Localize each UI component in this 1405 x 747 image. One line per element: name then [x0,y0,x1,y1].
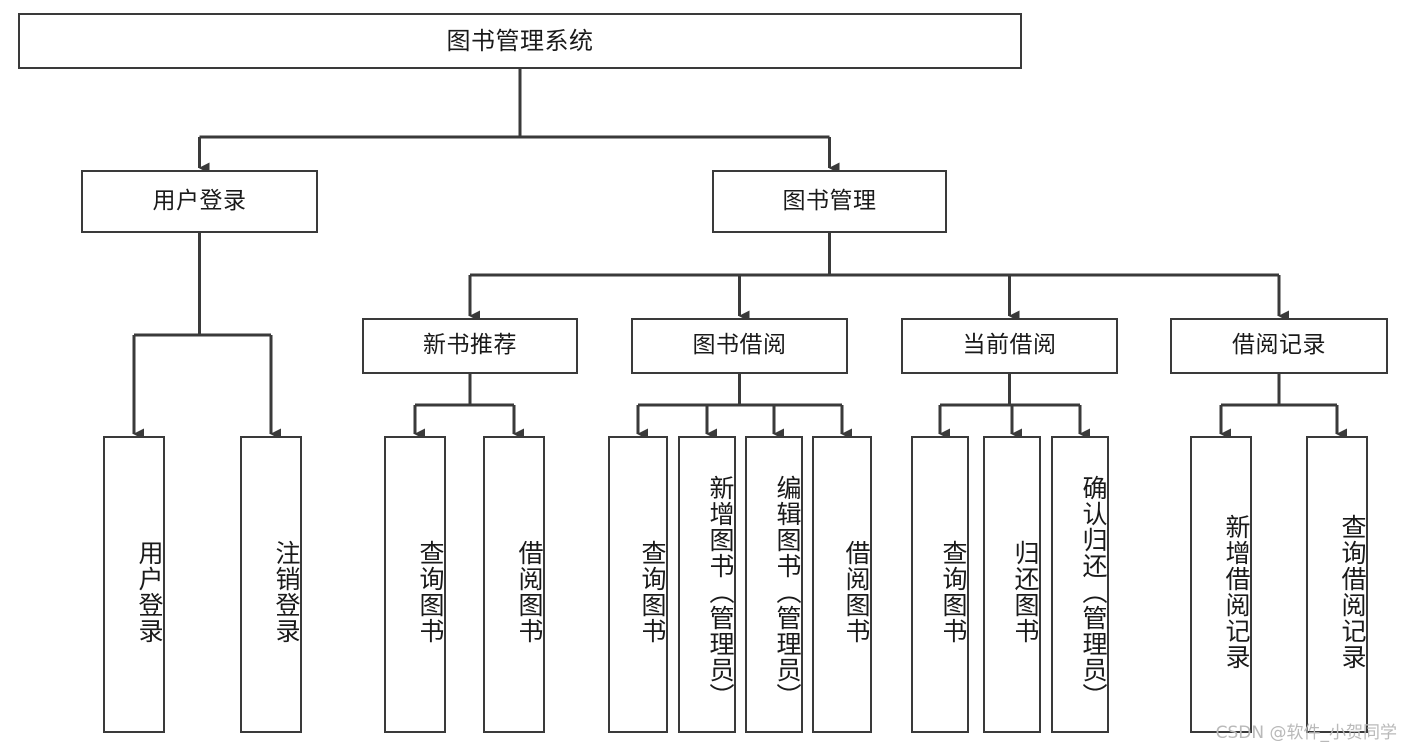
node-leaf_add_record[interactable]: 新增借阅记录 [1190,436,1252,733]
node-leaf_return_book[interactable]: 归还图书 [983,436,1041,733]
node-leaf_query_book_2[interactable]: 查询图书 [608,436,668,733]
node-leaf_edit_book[interactable]: 编辑图书（管理员） [745,436,803,733]
node-book_manage[interactable]: 图书管理 [712,170,947,233]
node-book_borrow[interactable]: 图书借阅 [631,318,848,374]
node-user_login[interactable]: 用户登录 [81,170,318,233]
node-label: 查询图书 [939,539,968,644]
node-new_book_rec[interactable]: 新书推荐 [362,318,578,374]
node-current_borrow[interactable]: 当前借阅 [901,318,1118,374]
node-label: 新书推荐 [423,332,517,359]
node-leaf_query_book_3[interactable]: 查询图书 [911,436,969,733]
node-label: 用户登录 [135,539,164,644]
node-label: 查询图书 [416,539,445,644]
node-leaf_logout[interactable]: 注销登录 [240,436,302,733]
node-leaf_borrow_book_1[interactable]: 借阅图书 [483,436,545,733]
node-label: 归还图书 [1011,539,1040,644]
node-label: 图书管理系统 [446,26,594,55]
watermark-credit: CSDN @软件_小贺同学 [1215,723,1397,743]
node-label: 确认归还（管理员） [1079,474,1108,709]
node-label: 编辑图书（管理员） [773,474,802,709]
node-label: 当前借阅 [962,332,1057,359]
node-root[interactable]: 图书管理系统 [18,13,1022,69]
node-leaf_user_login[interactable]: 用户登录 [103,436,165,733]
node-label: 查询借阅记录 [1338,513,1367,670]
node-label: 注销登录 [272,539,301,644]
node-leaf_confirm_return[interactable]: 确认归还（管理员） [1051,436,1109,733]
node-label: 借阅图书 [842,539,871,644]
node-label: 图书管理 [782,187,877,214]
node-label: 查询图书 [638,539,667,644]
node-leaf_query_book_1[interactable]: 查询图书 [384,436,446,733]
node-label: 借阅图书 [515,539,544,644]
node-label: 借阅记录 [1232,332,1326,359]
node-leaf_borrow_book_2[interactable]: 借阅图书 [812,436,872,733]
node-label: 用户登录 [152,187,247,214]
node-leaf_add_book[interactable]: 新增图书（管理员） [678,436,736,733]
node-borrow_record[interactable]: 借阅记录 [1170,318,1388,374]
node-label: 图书借阅 [692,332,787,359]
node-label: 新增图书（管理员） [706,474,735,709]
node-leaf_query_record[interactable]: 查询借阅记录 [1306,436,1368,733]
node-label: 新增借阅记录 [1222,513,1251,670]
